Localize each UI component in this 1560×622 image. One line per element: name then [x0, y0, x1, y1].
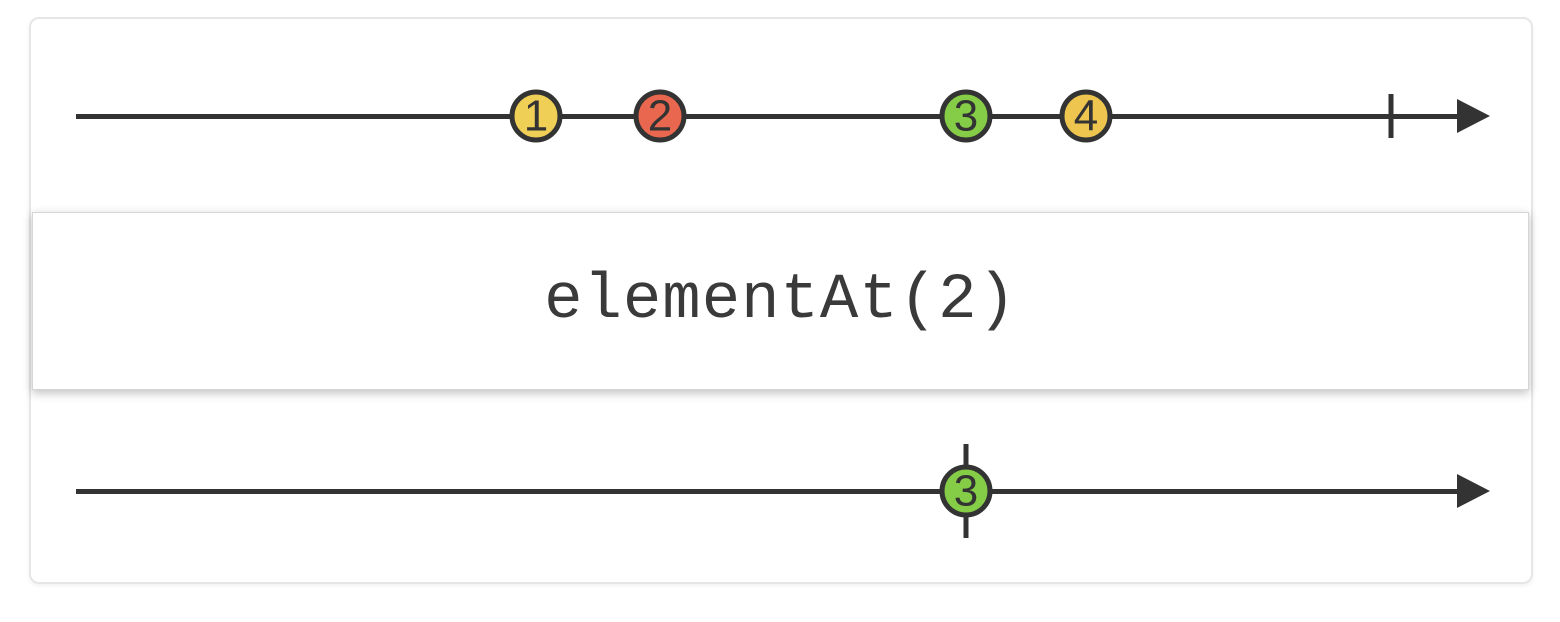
input-arrowhead-icon	[1457, 99, 1490, 133]
input-complete-tick[interactable]	[1388, 94, 1394, 138]
output-arrowhead-icon	[1457, 474, 1490, 508]
output-timeline	[76, 488, 1462, 494]
marble-1[interactable]: 1	[509, 89, 563, 143]
marble-3[interactable]: 3	[939, 89, 993, 143]
marble-3: 3	[939, 464, 993, 518]
marble-2[interactable]: 2	[633, 89, 687, 143]
operator-box: elementAt(2)	[32, 212, 1529, 390]
input-timeline	[76, 113, 1462, 119]
marble-4[interactable]: 4	[1059, 89, 1113, 143]
operator-label: elementAt(2)	[544, 265, 1017, 337]
